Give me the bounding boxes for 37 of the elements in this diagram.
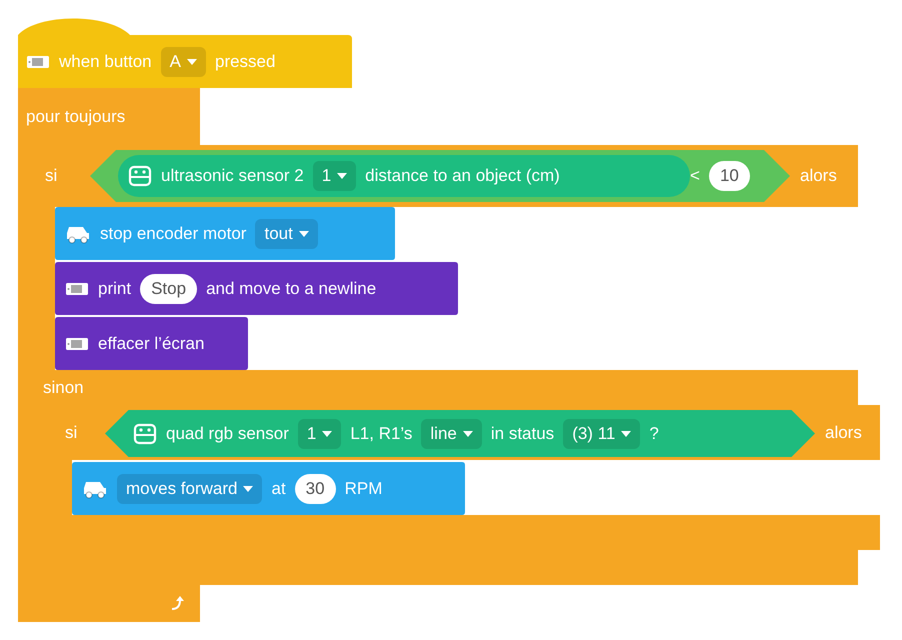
block-label: si xyxy=(45,166,58,186)
block-label: quad rgb sensor xyxy=(166,424,289,444)
dropdown-field: moves forward xyxy=(117,474,262,504)
block-label: stop encoder motor xyxy=(100,224,246,244)
block-label: distance to an object (cm) xyxy=(365,166,560,186)
block-label: at xyxy=(271,478,286,498)
block-label: L1, R1’s xyxy=(350,424,412,444)
block-label: in status xyxy=(490,424,554,444)
dropdown-field: A xyxy=(160,46,206,76)
block-label: when button xyxy=(59,52,152,72)
sensor-reporter-block xyxy=(118,155,690,197)
command-block xyxy=(55,207,395,260)
block-label: alors xyxy=(825,422,862,442)
block-label: sinon xyxy=(43,378,84,398)
block-label: RPM xyxy=(344,478,382,498)
dropdown-field: (3) 11 xyxy=(563,418,640,448)
block-label: pressed xyxy=(214,52,276,72)
block-label: pour toujours xyxy=(26,106,126,126)
block-label: si xyxy=(65,422,78,442)
dropdown-field: 1 xyxy=(312,161,356,191)
command-block xyxy=(55,262,458,315)
block-label: alors xyxy=(800,166,837,186)
dropdown-field: line xyxy=(421,418,482,448)
block-label: effacer l’écran xyxy=(98,334,204,354)
dropdown-field: tout xyxy=(255,218,318,248)
dropdown-field: 1 xyxy=(298,418,342,448)
if-else-block xyxy=(35,145,880,585)
block-label: print xyxy=(98,278,132,298)
condition-block xyxy=(90,150,790,202)
block-label: and move to a newline xyxy=(206,278,376,298)
command-block xyxy=(72,462,465,515)
condition-block xyxy=(105,410,815,457)
block-label: ? xyxy=(649,424,659,444)
block-label: < xyxy=(690,166,700,186)
block-label: ultrasonic sensor 2 xyxy=(161,166,304,186)
command-block xyxy=(55,317,248,370)
if-block xyxy=(55,405,880,550)
